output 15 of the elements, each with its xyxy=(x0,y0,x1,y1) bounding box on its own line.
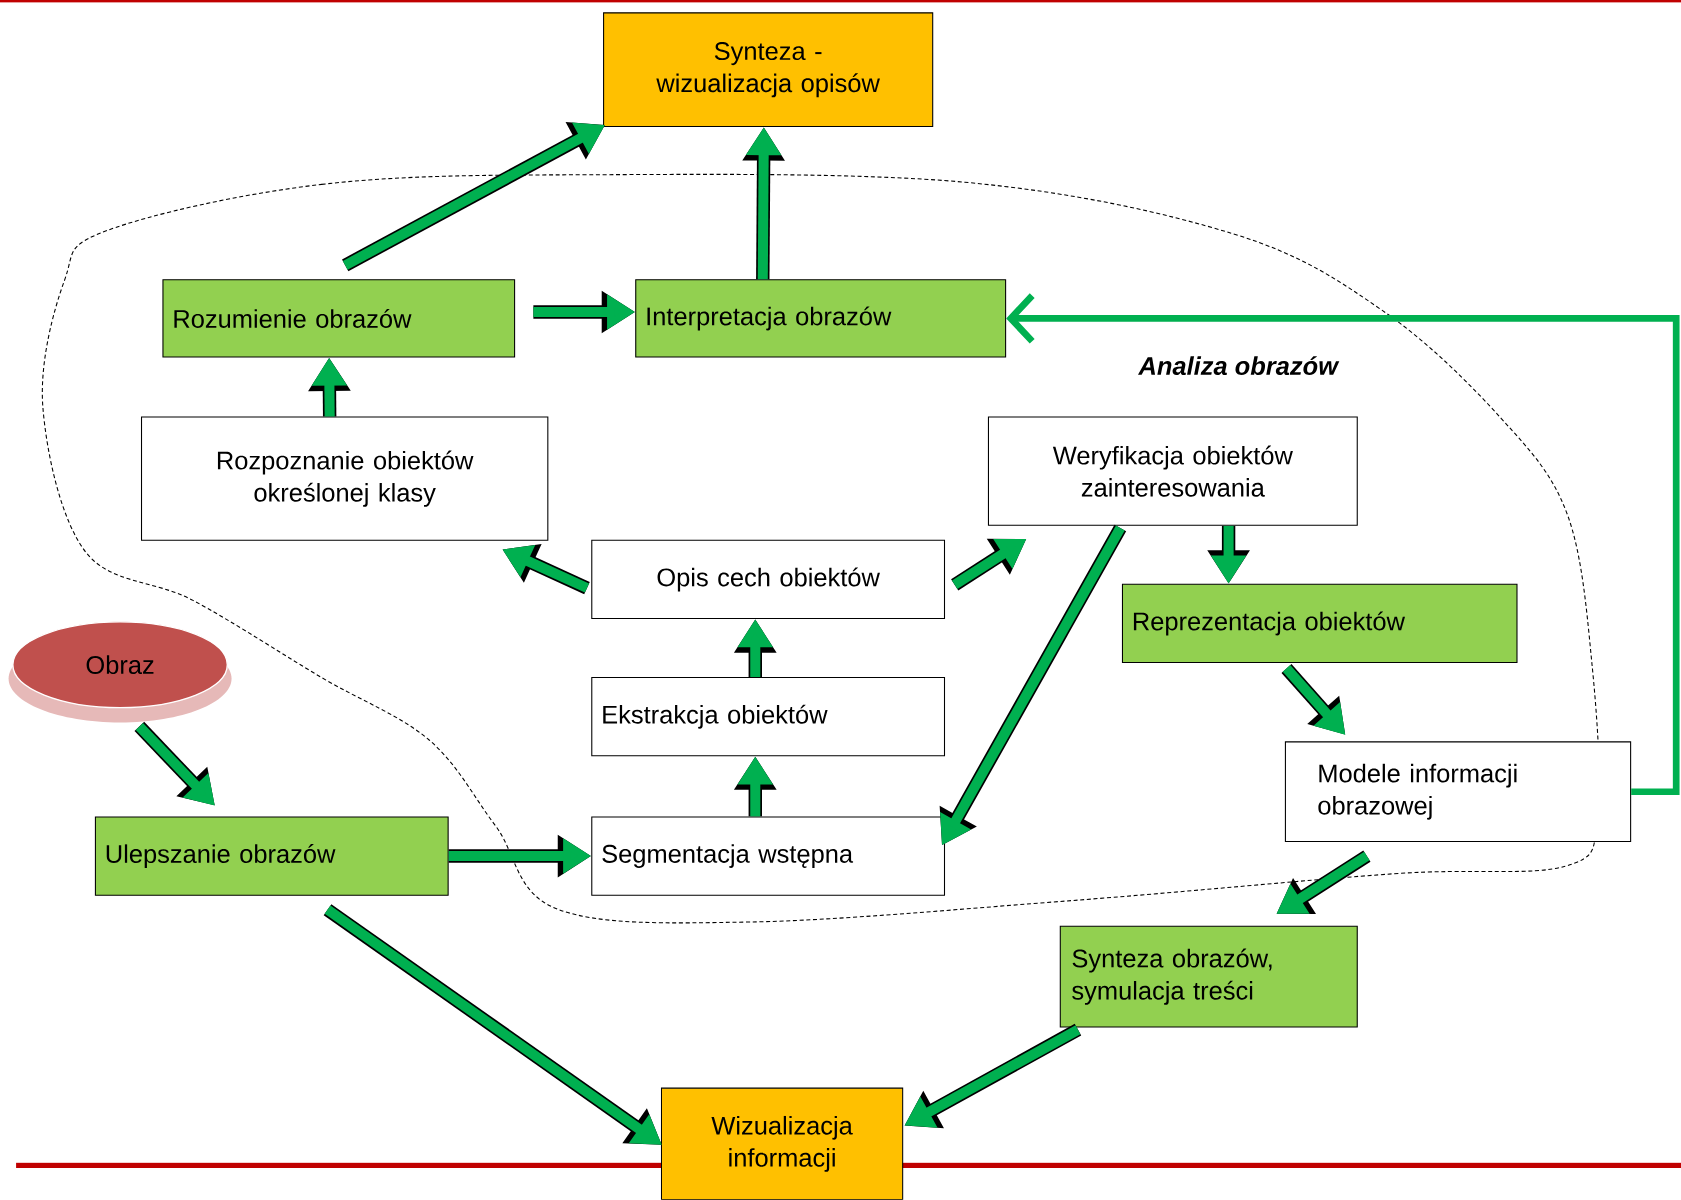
process-box: Weryfikacja obiektów zainteresowania xyxy=(987,416,1358,527)
process-box: Ekstrakcja obiektów xyxy=(591,677,946,757)
process-box: Interpretacja obrazów xyxy=(635,279,1007,358)
feedback-arrow xyxy=(1006,293,1680,796)
process-box: Rozumienie obrazów xyxy=(162,279,516,358)
process-box: Wizualizacja informacji xyxy=(660,1087,904,1200)
process-box: Synteza obrazów, symulacja treści xyxy=(1059,925,1358,1028)
process-box: Modele informacji obrazowej xyxy=(1284,741,1632,843)
process-box: Ulepszanie obrazów xyxy=(94,816,449,896)
process-box: Segmentacja wstępna xyxy=(591,816,946,896)
process-box: Opis cech obiektów xyxy=(591,539,946,620)
region-title: Analiza obrazów xyxy=(1138,356,1340,376)
process-box: Synteza - wizualizacja opisów xyxy=(603,12,934,128)
process-box: Reprezentacja obiektów xyxy=(1121,583,1518,664)
process-box: Rozpoznanie obiektów określonej klasy xyxy=(140,416,549,542)
